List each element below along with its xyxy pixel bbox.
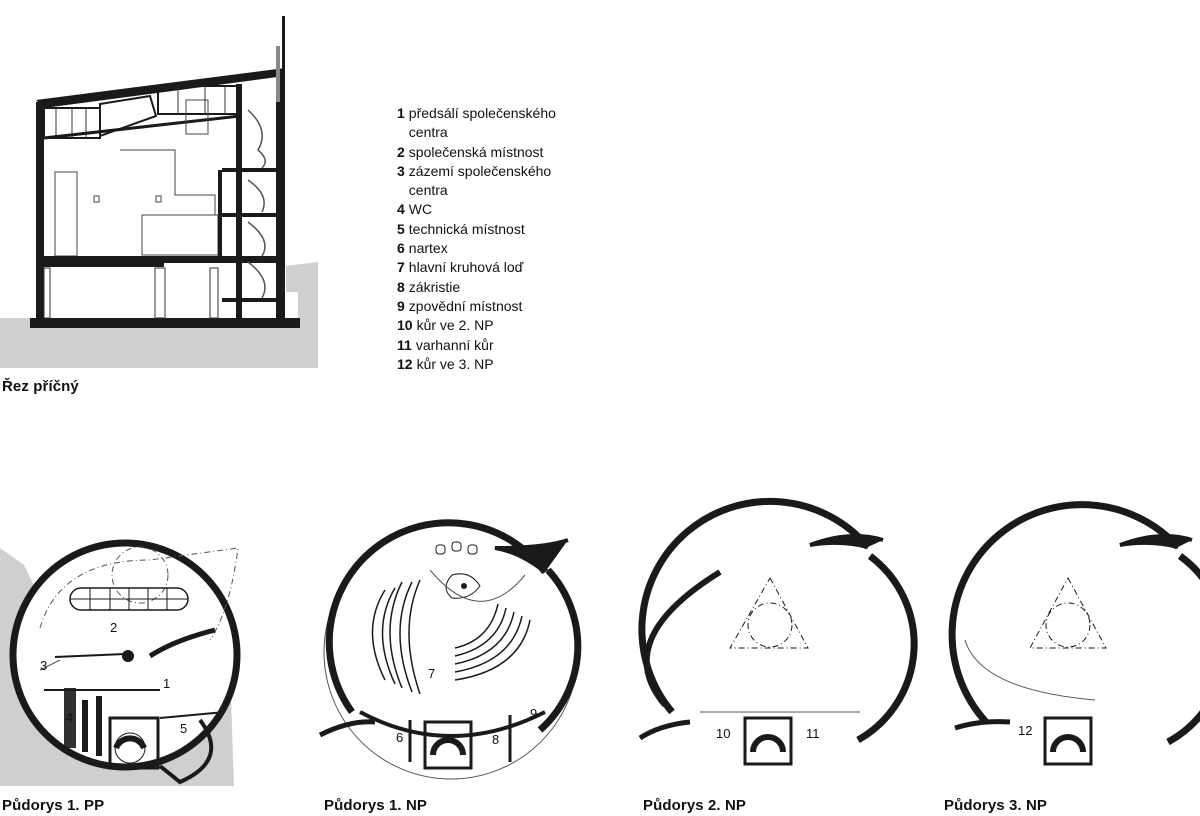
section-caption: Řez příčný bbox=[2, 378, 79, 395]
plan-1pp-drawing: 2 3 1 4 5 bbox=[0, 539, 241, 786]
plan-3np-drawing: 12 bbox=[948, 501, 1200, 766]
roof bbox=[36, 68, 285, 108]
base-slab bbox=[30, 318, 300, 328]
svg-text:9: 9 bbox=[530, 706, 537, 721]
ground-fill bbox=[0, 262, 318, 368]
svg-text:5: 5 bbox=[180, 721, 187, 736]
plan-caption-3np: Půdorys 3. NP bbox=[944, 797, 1047, 814]
plan-caption-1pp: Půdorys 1. PP bbox=[2, 797, 105, 814]
svg-text:1: 1 bbox=[163, 676, 170, 691]
plan-caption-2np: Půdorys 2. NP bbox=[643, 797, 746, 814]
svg-text:8: 8 bbox=[492, 732, 499, 747]
plan-2np-drawing: 10 11 bbox=[638, 497, 918, 766]
svg-text:6: 6 bbox=[396, 730, 403, 745]
plan-caption-1np: Půdorys 1. NP bbox=[324, 797, 427, 814]
svg-text:12: 12 bbox=[1018, 723, 1032, 738]
bell-mast bbox=[282, 16, 285, 112]
svg-text:3: 3 bbox=[40, 658, 47, 673]
svg-text:11: 11 bbox=[806, 726, 820, 741]
floor-slab bbox=[44, 256, 276, 263]
svg-text:2: 2 bbox=[110, 620, 117, 635]
right-wall bbox=[276, 72, 285, 320]
stair-wall bbox=[236, 84, 242, 320]
svg-text:7: 7 bbox=[428, 666, 435, 681]
left-wall bbox=[36, 102, 44, 320]
cross-section-drawing bbox=[0, 16, 318, 368]
svg-text:4: 4 bbox=[66, 710, 73, 725]
svg-text:10: 10 bbox=[716, 726, 730, 741]
plan-1np-drawing: 7 6 8 9 bbox=[318, 519, 582, 780]
